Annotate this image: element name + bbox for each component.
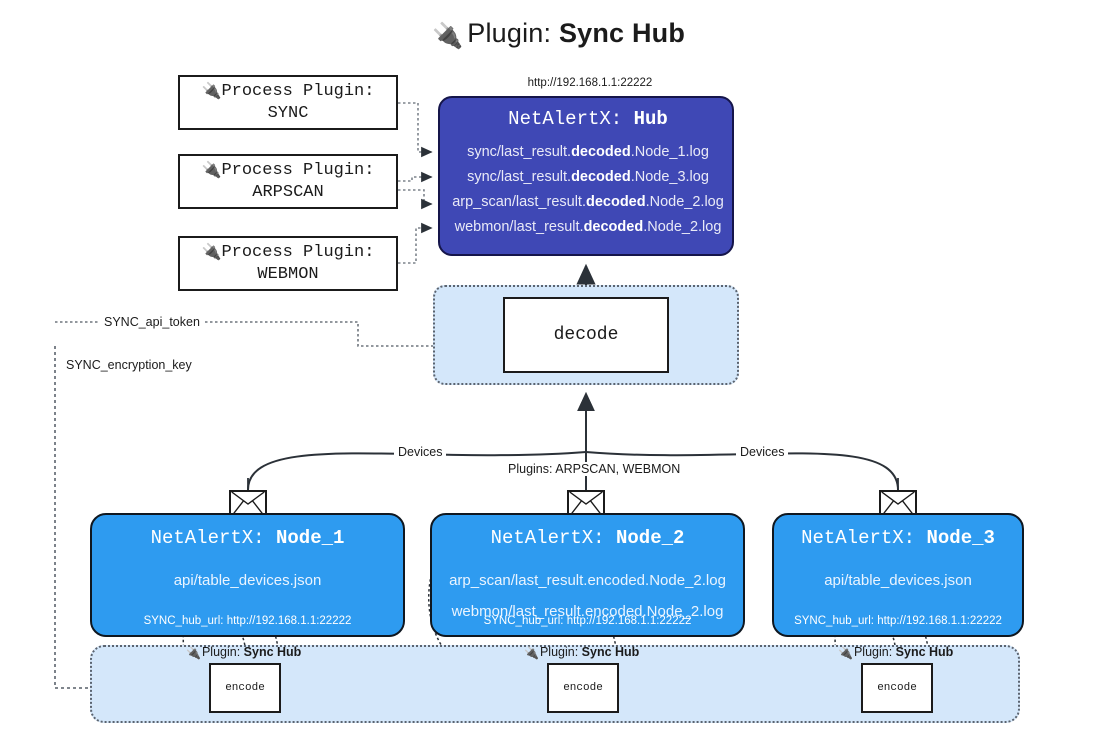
node-line-list: arp_scan/last_result.encoded.Node_2.log … (432, 565, 743, 627)
process-plugin-arpscan-name: ARPSCAN (252, 182, 324, 202)
plug-icon: 🔌 (201, 244, 222, 262)
node-line: arp_scan/last_result.encoded.Node_2.log (449, 572, 726, 589)
page-title: 🔌Plugin: Sync Hub (0, 18, 1117, 51)
encode-box-node-3[interactable]: encode (861, 663, 933, 713)
node-footer: SYNC_hub_url: http://192.168.1.1:22222 (794, 615, 1002, 627)
hub-title-prefix: NetAlertX: (508, 108, 623, 130)
node-title-prefix: NetAlertX: (150, 527, 265, 549)
plug-icon: 🔌 (838, 646, 853, 660)
edge-label-devices-left: Devices (394, 445, 447, 459)
encoder-plugin-label-1: 🔌Plugin: Sync Hub (186, 645, 302, 660)
node-title-name: Node_3 (926, 527, 995, 549)
node-line: api/table_devices.json (824, 572, 972, 589)
node-title-name: Node_1 (276, 527, 345, 549)
plug-icon: 🔌 (186, 646, 201, 660)
process-plugin-webmon[interactable]: 🔌Process Plugin: WEBMON (178, 236, 398, 291)
hub-log-line: webmon/last_result.decoded.Node_2.log (454, 219, 722, 235)
page-title-name: Sync Hub (558, 18, 686, 48)
hub-log-line: arp_scan/last_result.decoded.Node_2.log (452, 194, 724, 210)
node-title: NetAlertX: Node_2 (432, 527, 743, 549)
encoder-plugin-label-3: 🔌Plugin: Sync Hub (838, 645, 954, 660)
hub-title-name: Hub (633, 108, 668, 130)
edge-label-plugins-center: Plugins: ARPSCAN, WEBMON (504, 462, 685, 476)
process-plugin-sync[interactable]: 🔌Process Plugin: SYNC (178, 75, 398, 130)
hub-log-line: sync/last_result.decoded.Node_3.log (467, 169, 709, 185)
plug-icon: 🔌 (201, 162, 222, 180)
plug-icon: 🔌 (431, 22, 464, 50)
encode-box-node-2[interactable]: encode (547, 663, 619, 713)
decode-box[interactable]: decode (503, 297, 669, 373)
edge-label-devices-right: Devices (736, 445, 789, 459)
hub-url-label: http://192.168.1.1:22222 (527, 77, 653, 89)
hub-node[interactable]: NetAlertX: Hub sync/last_result.decoded.… (438, 96, 734, 256)
node-line: webmon/last_result.encoded.Node_2.log (451, 603, 724, 620)
encode-box-node-1[interactable]: encode (209, 663, 281, 713)
node-line-list: api/table_devices.json (774, 565, 1022, 596)
plug-icon: 🔌 (201, 83, 222, 101)
process-plugin-sync-name: SYNC (267, 103, 309, 123)
hub-title: NetAlertX: Hub (440, 108, 736, 130)
node-box-node-3[interactable]: NetAlertX: Node_3 api/table_devices.json… (772, 513, 1024, 637)
node-title-prefix: NetAlertX: (801, 527, 916, 549)
node-title: NetAlertX: Node_1 (92, 527, 403, 549)
process-plugin-webmon-name: WEBMON (257, 264, 319, 284)
node-line: api/table_devices.json (173, 572, 322, 589)
process-plugin-webmon-label: 🔌Process Plugin: (201, 243, 375, 263)
edge-label-api-token: SYNC_api_token (100, 315, 204, 329)
node-footer: SYNC_hub_url: http://192.168.1.1:22222 (483, 615, 692, 627)
process-plugin-arpscan-label: 🔌Process Plugin: (201, 161, 375, 181)
node-box-node-2[interactable]: NetAlertX: Node_2 arp_scan/last_result.e… (430, 513, 745, 637)
plug-icon: 🔌 (524, 646, 539, 660)
node-footer: SYNC_hub_url: http://192.168.1.1:22222 (143, 615, 352, 627)
node-title-name: Node_2 (616, 527, 685, 549)
edge-label-encryption-key: SYNC_encryption_key (62, 358, 196, 372)
node-title: NetAlertX: Node_3 (774, 527, 1022, 549)
node-box-node-1[interactable]: NetAlertX: Node_1 api/table_devices.json… (90, 513, 405, 637)
hub-log-list: sync/last_result.decoded.Node_1.log sync… (440, 140, 736, 240)
encoder-plugin-label-2: 🔌Plugin: Sync Hub (524, 645, 640, 660)
process-plugin-sync-label: 🔌Process Plugin: (201, 82, 375, 102)
node-line-list: api/table_devices.json (92, 565, 403, 596)
page-title-prefix: Plugin: (467, 18, 552, 48)
node-title-prefix: NetAlertX: (490, 527, 605, 549)
hub-log-line: sync/last_result.decoded.Node_1.log (467, 144, 709, 160)
process-plugin-arpscan[interactable]: 🔌Process Plugin: ARPSCAN (178, 154, 398, 209)
